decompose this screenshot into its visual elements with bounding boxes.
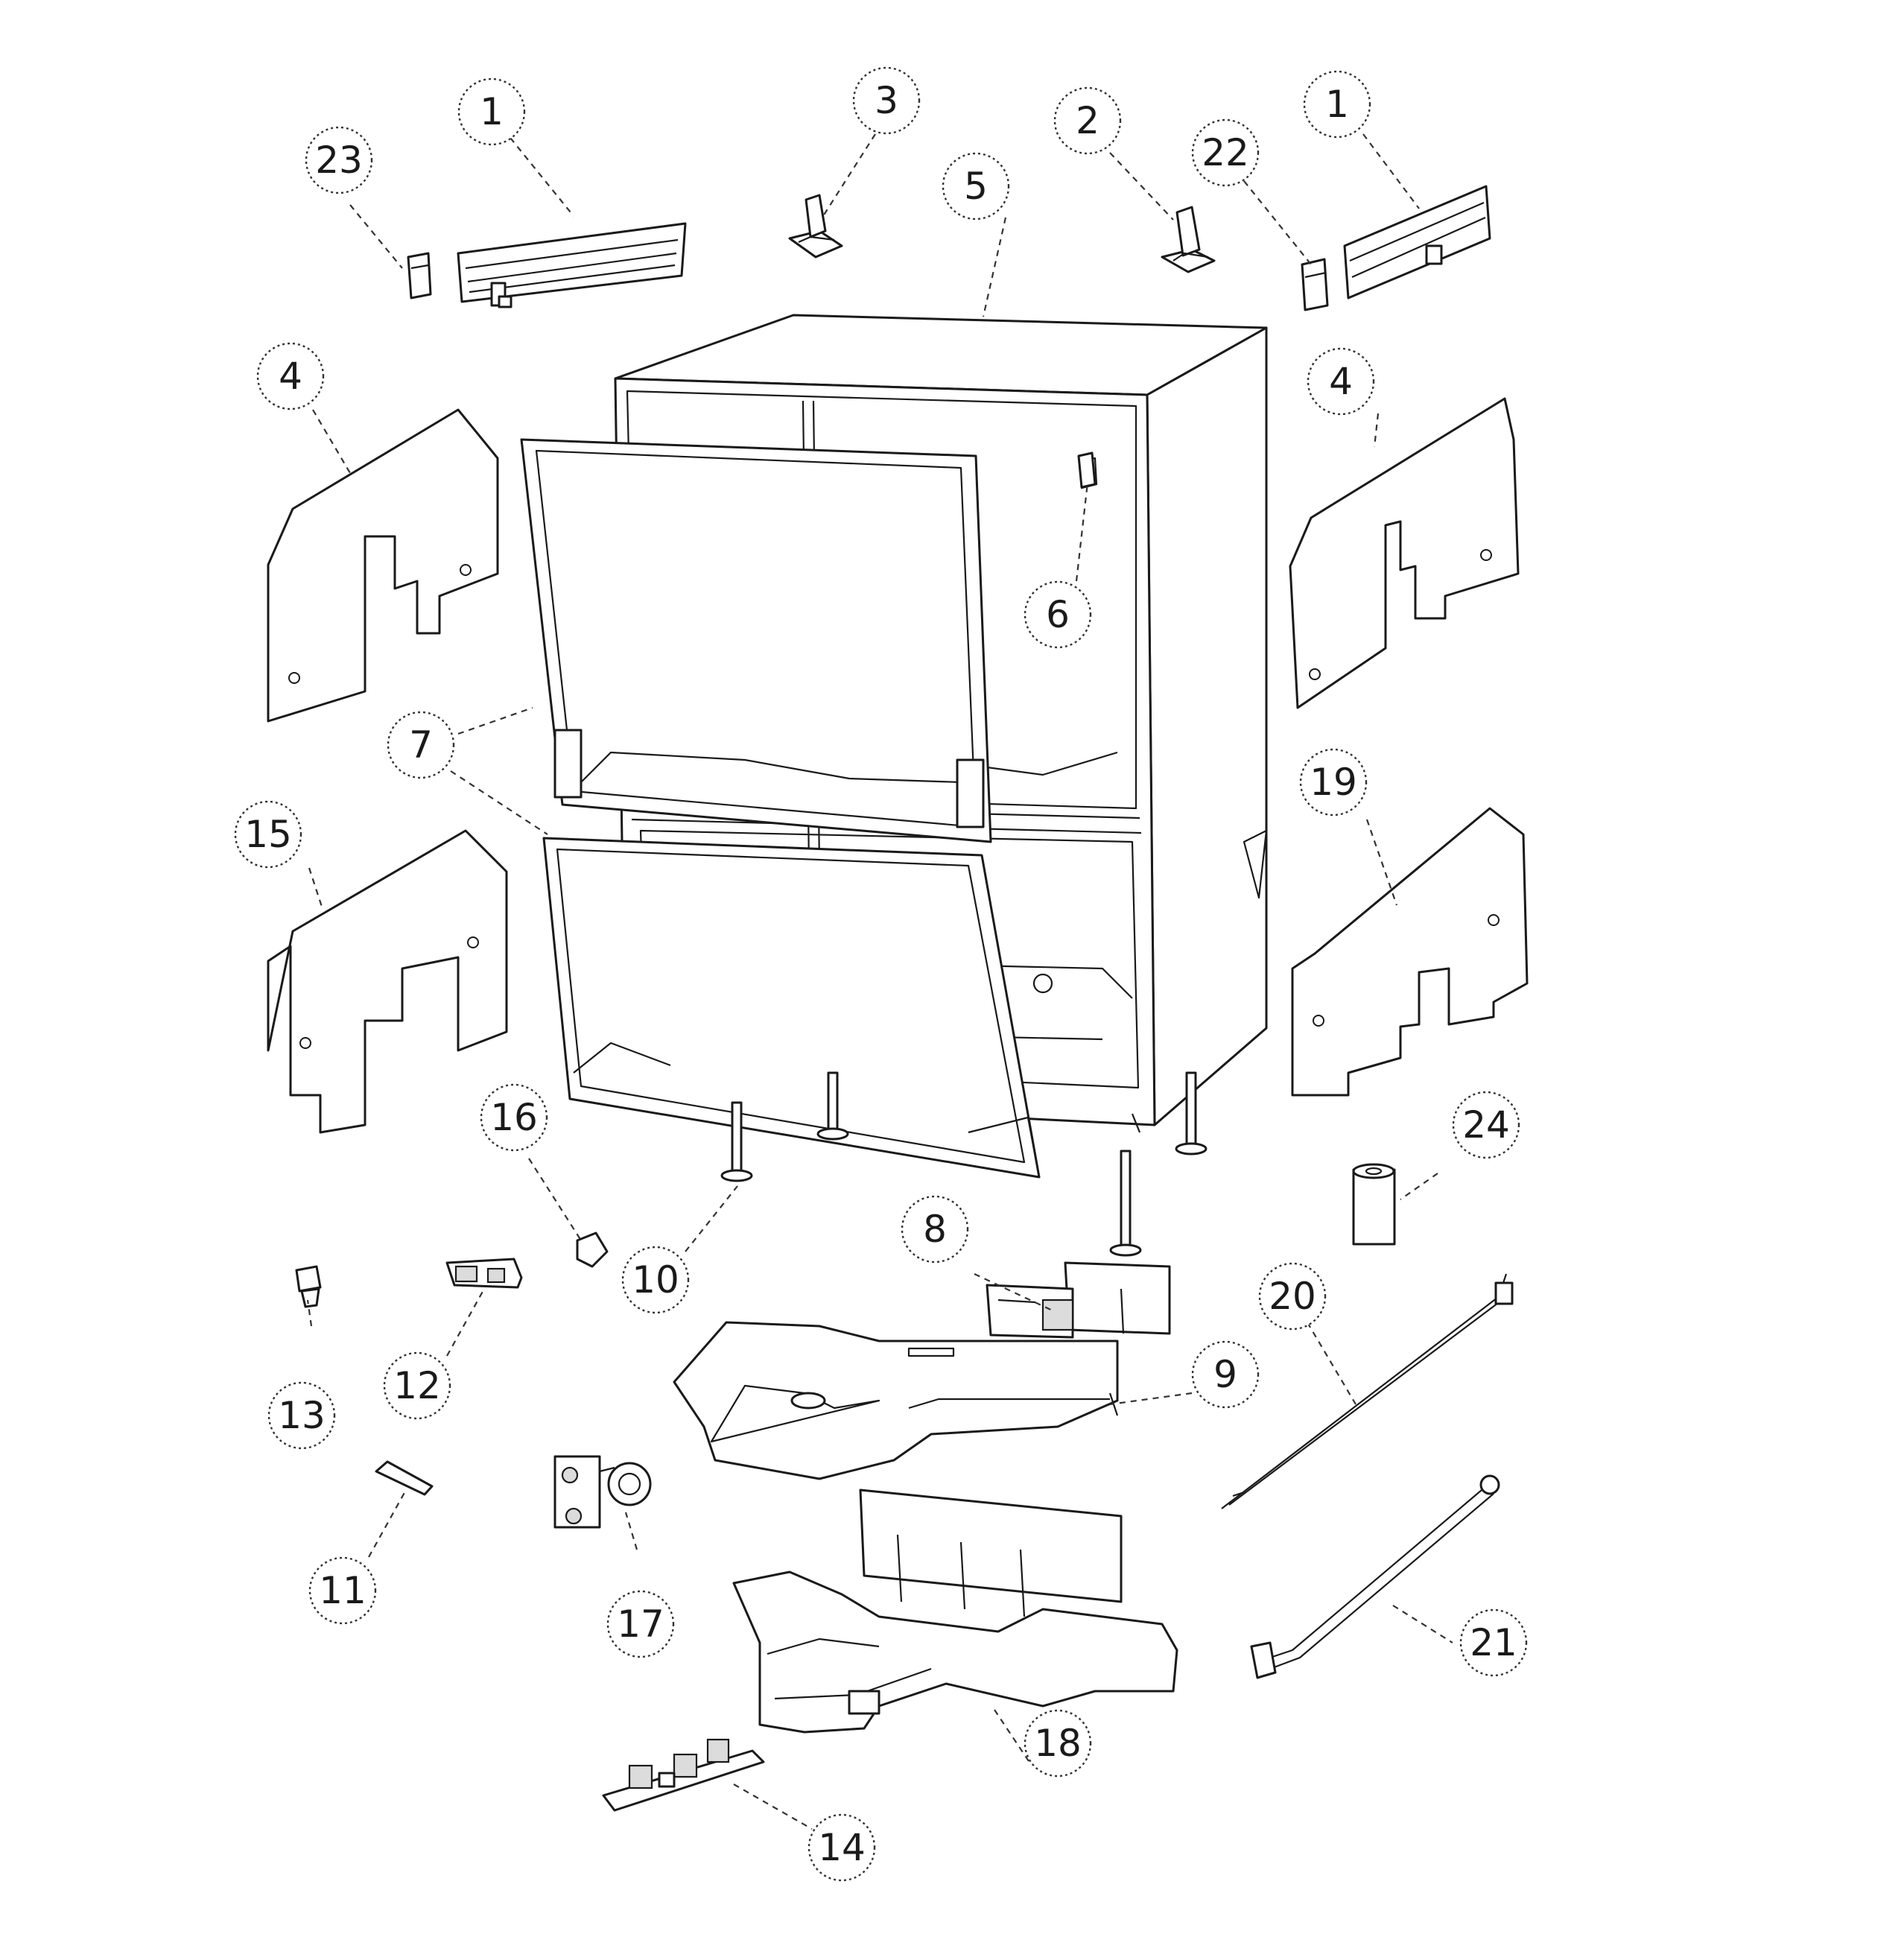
svg-text:9: 9: [1213, 1353, 1237, 1396]
svg-text:8: 8: [923, 1208, 947, 1251]
part-18-base-assembly: [732, 1489, 1178, 1734]
part-4-right-panel: [1289, 397, 1520, 709]
svg-text:13: 13: [278, 1394, 326, 1437]
svg-text:21: 21: [1470, 1621, 1517, 1664]
svg-text:15: 15: [244, 813, 292, 856]
leader-lines: [306, 133, 1453, 1830]
callout-1-right: 1: [1303, 70, 1371, 139]
part-12-switch: [445, 1258, 523, 1289]
part-20-power-cord: [1221, 1273, 1514, 1509]
svg-text:11: 11: [319, 1569, 366, 1612]
svg-text:12: 12: [393, 1364, 441, 1407]
part-11-sensor-strip: [375, 1460, 434, 1496]
svg-text:10: 10: [632, 1258, 679, 1302]
part-3-bracket: [788, 194, 843, 259]
svg-text:17: 17: [617, 1602, 664, 1646]
part-2-bracket: [1161, 206, 1216, 273]
svg-text:1: 1: [1325, 83, 1349, 126]
part-21-hose: [1250, 1474, 1500, 1679]
svg-text:23: 23: [315, 139, 363, 182]
callout-16: 16: [480, 1083, 548, 1152]
callout-18: 18: [1024, 1709, 1092, 1778]
callout-17: 17: [606, 1590, 675, 1658]
callout-1-left: 1: [457, 77, 526, 146]
part-4-left-panel: [267, 408, 499, 723]
callout-4-right: 4: [1307, 347, 1375, 416]
callout-3: 3: [852, 66, 921, 135]
svg-text:16: 16: [490, 1096, 538, 1139]
callout-20: 20: [1258, 1262, 1327, 1331]
callout-4-left: 4: [256, 342, 325, 410]
part-10-leveling-legs: [720, 1071, 1208, 1257]
callout-9: 9: [1191, 1340, 1260, 1409]
part-24-spacer: [1352, 1163, 1396, 1246]
callout-5: 5: [942, 152, 1010, 221]
callout-21: 21: [1459, 1608, 1528, 1677]
callout-22: 22: [1191, 118, 1260, 187]
callout-23: 23: [305, 126, 373, 194]
svg-text:18: 18: [1034, 1722, 1082, 1765]
part-13-cap: [295, 1265, 322, 1308]
callout-19: 19: [1299, 748, 1368, 817]
callout-2: 2: [1053, 86, 1122, 155]
callout-13: 13: [267, 1381, 336, 1450]
svg-text:7: 7: [409, 723, 433, 767]
part-14-control-board: [602, 1738, 765, 1812]
part-1-left-rail: [457, 222, 687, 308]
part-17-inlet-valve: [553, 1455, 652, 1529]
callout-15: 15: [234, 800, 302, 869]
svg-text:5: 5: [964, 165, 988, 208]
part-22-end-cap: [1301, 258, 1329, 311]
svg-text:20: 20: [1269, 1275, 1316, 1318]
svg-text:3: 3: [875, 79, 898, 122]
svg-text:14: 14: [818, 1826, 866, 1869]
callout-10: 10: [621, 1246, 690, 1314]
callout-24: 24: [1452, 1091, 1520, 1159]
part-15-panel: [267, 829, 508, 1134]
part-7-lower-frame: [542, 837, 1041, 1179]
part-19-panel: [1291, 807, 1529, 1097]
callout-12: 12: [383, 1351, 451, 1420]
svg-text:4: 4: [279, 355, 302, 398]
svg-text:6: 6: [1046, 593, 1070, 636]
part-8-bracket-assembly: [986, 1261, 1171, 1339]
callout-7: 7: [387, 711, 455, 779]
svg-text:19: 19: [1310, 761, 1357, 804]
svg-text:4: 4: [1329, 360, 1353, 403]
callout-14: 14: [807, 1813, 876, 1882]
part-1-right-rail: [1343, 185, 1491, 299]
part-16-clip: [576, 1231, 609, 1268]
part-6-clip: [1077, 451, 1097, 489]
callout-11: 11: [308, 1556, 377, 1625]
part-23-end-cap: [407, 252, 432, 299]
svg-text:24: 24: [1462, 1103, 1510, 1147]
svg-text:1: 1: [480, 90, 504, 133]
svg-text:22: 22: [1202, 131, 1249, 174]
part-9-base-tray: [673, 1321, 1119, 1480]
part-7-upper-frame: [520, 438, 992, 843]
callout-6: 6: [1024, 580, 1092, 649]
svg-text:2: 2: [1076, 99, 1099, 142]
callout-8: 8: [901, 1195, 969, 1264]
